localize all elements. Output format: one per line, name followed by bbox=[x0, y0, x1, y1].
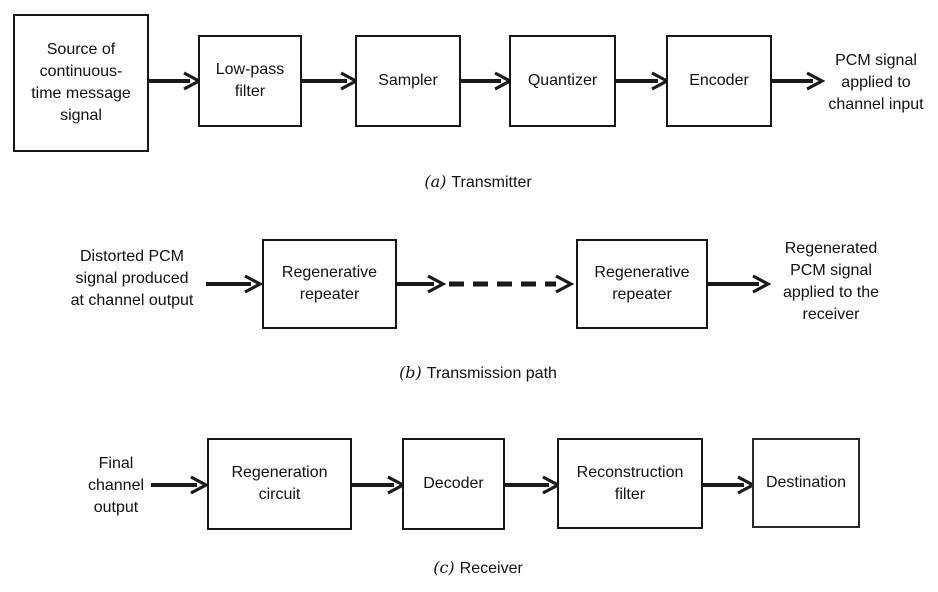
block-regenerative-repeater-1: Regenerative repeater bbox=[262, 239, 397, 329]
arrow-input-to-repeater1 bbox=[206, 274, 264, 294]
block-decoder: Decoder bbox=[402, 438, 505, 530]
arrow-sampler-to-quantizer bbox=[461, 71, 514, 91]
caption-text-a: Transmitter bbox=[451, 174, 532, 191]
block-encoder: Encoder bbox=[666, 35, 772, 127]
caption-transmission-path: (b)Transmission path bbox=[9, 363, 938, 383]
block-regenerative-repeater-1-label: Regenerative repeater bbox=[281, 264, 378, 303]
block-sampler: Sampler bbox=[355, 35, 461, 127]
label-pcm-output: PCM signal applied to channel input bbox=[828, 52, 924, 113]
arrow-dashed-link bbox=[449, 274, 575, 294]
block-quantizer: Quantizer bbox=[509, 35, 616, 127]
block-decoder-label: Decoder bbox=[423, 475, 484, 492]
block-reconstruction-filter-label: Reconstruction filter bbox=[576, 463, 684, 503]
label-distorted-pcm-input: Distorted PCM signal produced at channel… bbox=[70, 248, 194, 309]
block-quantizer-label: Quantizer bbox=[527, 72, 598, 89]
arrow-quantizer-to-encoder bbox=[616, 71, 671, 91]
caption-letter-c: (c) bbox=[433, 558, 455, 577]
arrow-encoder-to-output bbox=[772, 71, 826, 91]
block-lowpass-filter: Low-pass filter bbox=[198, 35, 302, 127]
arrow-lowpass-to-sampler bbox=[302, 71, 360, 91]
arrow-repeater2-to-output bbox=[708, 274, 772, 294]
block-destination: Destination bbox=[752, 438, 860, 528]
block-regeneration-circuit: Regeneration circuit bbox=[207, 438, 352, 530]
caption-receiver: (c)Receiver bbox=[9, 558, 938, 578]
label-regenerated-pcm-output: Regenerated PCM signal applied to the re… bbox=[782, 240, 880, 323]
block-regeneration-circuit-label: Regeneration circuit bbox=[231, 464, 328, 503]
caption-letter-a: (a) bbox=[424, 172, 447, 191]
arrow-reconstruction-to-destination bbox=[703, 475, 757, 495]
block-reconstruction-filter: Reconstruction filter bbox=[557, 438, 703, 529]
label-final-channel-output: Final channel output bbox=[87, 455, 145, 516]
caption-letter-b: (b) bbox=[399, 363, 422, 382]
arrow-source-to-lowpass bbox=[149, 71, 203, 91]
block-regenerative-repeater-2: Regenerative repeater bbox=[576, 239, 708, 329]
arrow-decoder-to-reconstruction bbox=[505, 475, 562, 495]
arrow-input-to-regeneration bbox=[151, 475, 210, 495]
block-lowpass-filter-label: Low-pass filter bbox=[215, 61, 285, 100]
arrow-repeater1-out bbox=[397, 274, 447, 294]
block-destination-label: Destination bbox=[765, 474, 847, 491]
caption-text-c: Receiver bbox=[459, 560, 523, 577]
block-encoder-label: Encoder bbox=[689, 72, 749, 89]
block-sampler-label: Sampler bbox=[378, 72, 438, 89]
caption-transmitter: (a)Transmitter bbox=[9, 172, 938, 192]
block-source-label: Source of continuous- time message signa… bbox=[31, 41, 131, 124]
block-regenerative-repeater-2-label: Regenerative repeater bbox=[594, 264, 690, 303]
arrow-regeneration-to-decoder bbox=[352, 475, 407, 495]
caption-text-b: Transmission path bbox=[426, 365, 557, 382]
block-source: Source of continuous- time message signa… bbox=[13, 14, 149, 152]
